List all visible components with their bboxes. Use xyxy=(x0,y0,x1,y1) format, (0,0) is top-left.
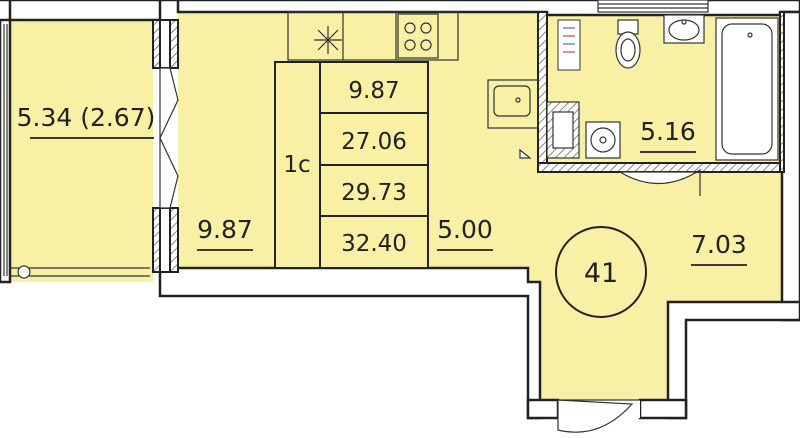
balcony-partition xyxy=(152,19,179,273)
total-area-reduced-balcony: 29.73 xyxy=(341,180,407,206)
kitchen-area-label: 5.00 xyxy=(437,215,493,244)
kitchen-counter xyxy=(287,11,459,61)
kitchen-fixtures xyxy=(287,11,539,159)
apartment-number-badge: 41 xyxy=(555,226,647,318)
hall-floor xyxy=(528,170,782,418)
balcony-left-wall xyxy=(0,18,12,284)
drain-icon xyxy=(17,265,31,279)
hall-bottom-right xyxy=(638,398,688,420)
room-labels: 5.34 (2.67) 9.87 5.00 5.16 7.03 xyxy=(17,103,747,266)
fridge-icon xyxy=(314,26,342,54)
utility-meter-icon xyxy=(557,19,581,71)
total-area-full-balcony: 32.40 xyxy=(341,231,407,257)
hall-bottom-left xyxy=(526,398,560,420)
apartment-type-label: 1с xyxy=(283,152,310,178)
washing-machine-icon xyxy=(585,121,621,159)
toilet-icon xyxy=(615,19,641,69)
balcony-door-icon xyxy=(159,67,179,209)
total-area-without-balcony: 27.06 xyxy=(341,129,407,155)
balcony-floor xyxy=(10,20,153,282)
bathroom-window xyxy=(597,0,709,13)
bathroom-fixtures xyxy=(546,14,779,161)
bathroom-door-icon xyxy=(617,168,701,196)
kitchen-sink-icon xyxy=(493,85,531,117)
living-room-area-label: 9.87 xyxy=(197,215,253,244)
hall-right-wall xyxy=(666,300,800,420)
total-living-area: 9.87 xyxy=(348,78,399,104)
hallway-area-label: 7.03 xyxy=(691,230,747,259)
balcony-window xyxy=(3,24,150,279)
balcony-area-label: 5.34 (2.67) xyxy=(17,103,156,132)
apartment-number: 41 xyxy=(584,258,618,289)
triangle-marker-icon xyxy=(519,148,532,159)
entrance-door-icon xyxy=(557,399,640,433)
bathroom-area-label: 5.16 xyxy=(640,117,696,146)
bottom-wall xyxy=(158,266,542,420)
riser-shaft-icon xyxy=(546,101,580,159)
washbasin-icon xyxy=(663,14,705,44)
sink-counter xyxy=(487,79,539,129)
area-summary-table: 1с 9.87 27.06 29.73 32.40 xyxy=(274,61,429,269)
stove-icon xyxy=(397,13,439,59)
